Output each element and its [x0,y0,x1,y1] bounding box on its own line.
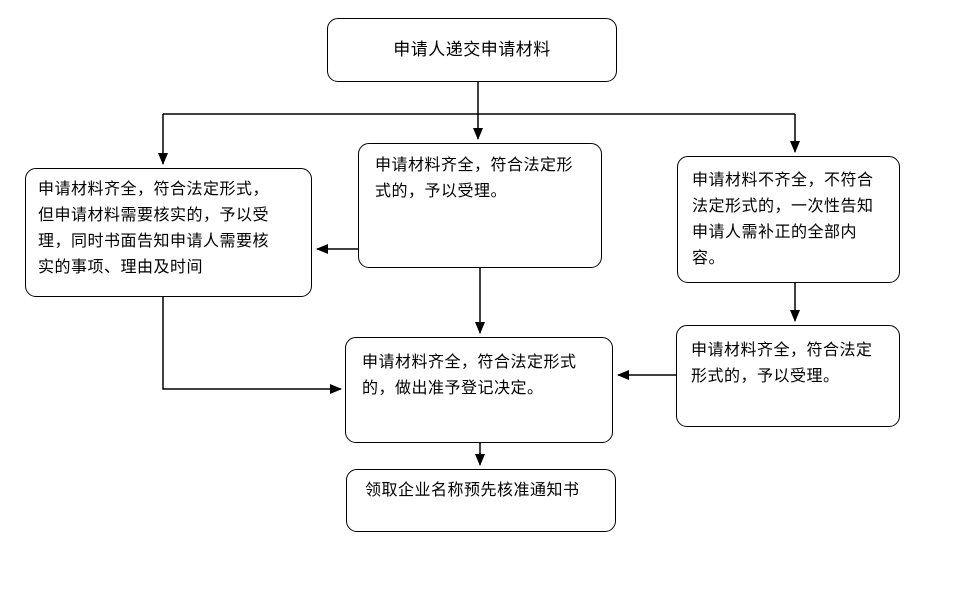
node-receive-notice: 领取企业名称预先核准通知书 [346,469,616,532]
node-approve-registration: 申请材料齐全，符合法定形式 的，做出准予登记决定。 [345,337,613,443]
connector-left-to-decision [162,297,342,394]
node-submit-materials: 申请人递交申请材料 [327,18,617,82]
node-notify-corrections: 申请材料不齐全，不符合 法定形式的，一次性告知 申请人需补正的全部内 容。 [677,156,900,283]
node-accept-after-correction: 申请材料齐全，符合法定 形式的，予以受理。 [676,325,900,427]
node-accept-with-verification: 申请材料齐全，符合法定形式， 但申请材料需要核实的，予以受 理，同时书面告知申请… [25,168,312,297]
node-accept-complete: 申请材料齐全，符合法定形 式的，予以受理。 [358,143,602,268]
